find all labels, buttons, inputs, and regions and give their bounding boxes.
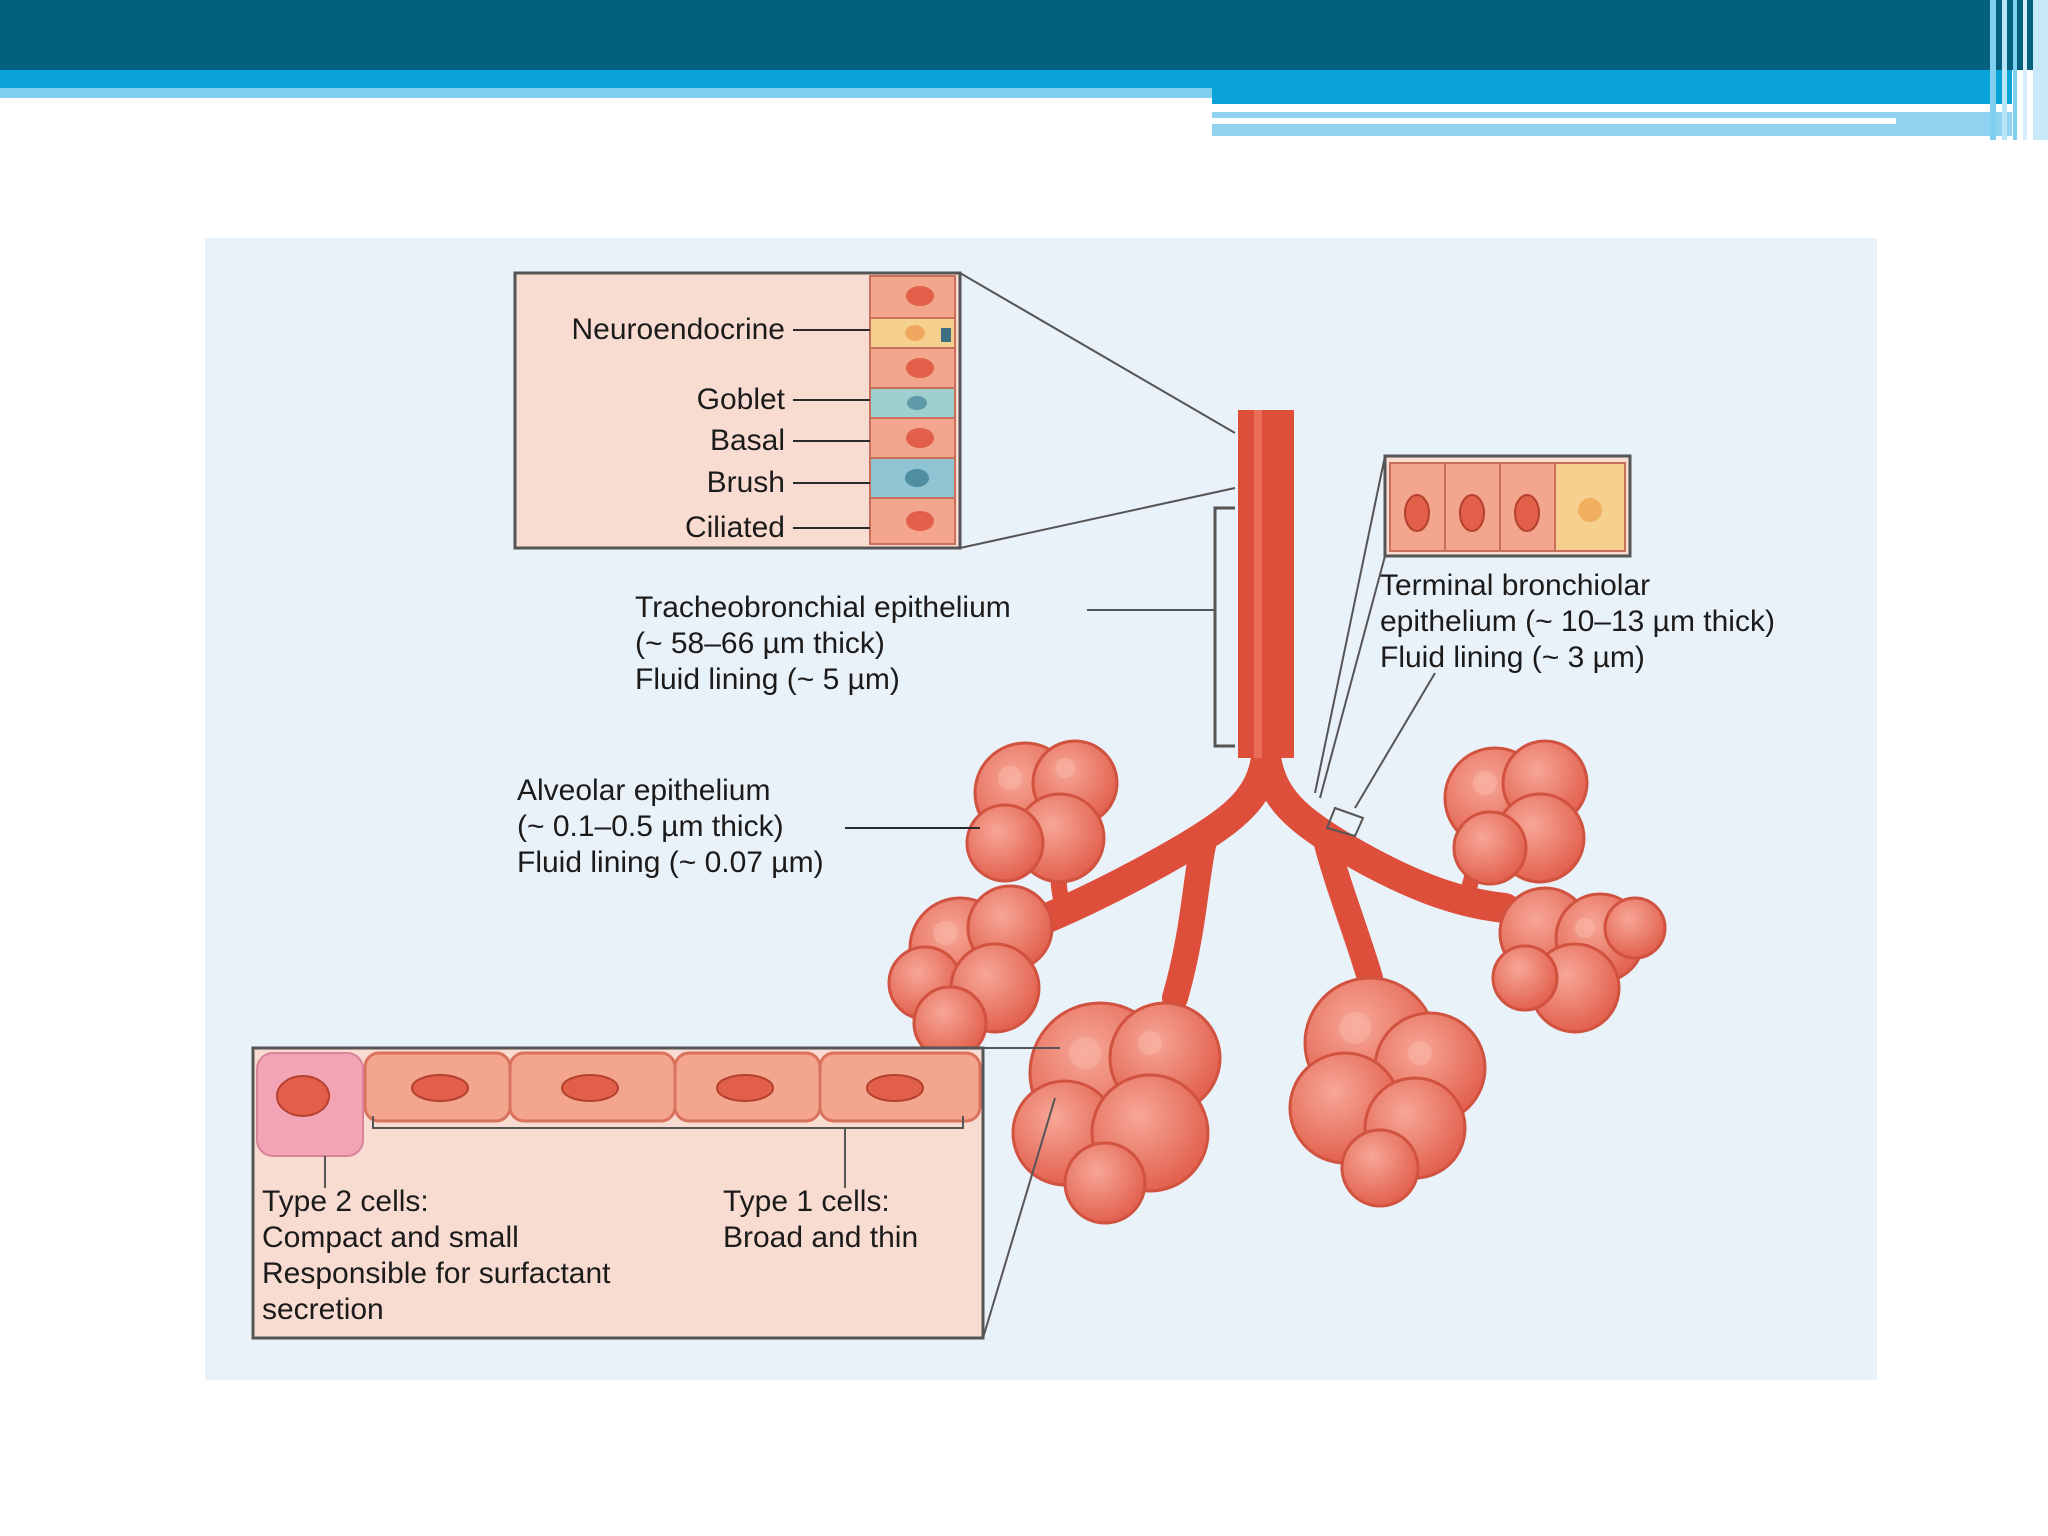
terminal-bronchiolar-inset <box>1314 454 1632 838</box>
airway-tree <box>980 410 1520 1011</box>
diagram-artwork <box>251 271 1667 1340</box>
slide-header-bars <box>0 0 2048 140</box>
label-tracheobronchial-epithelium: Tracheobronchial epithelium (~ 58–66 µm … <box>635 591 1011 696</box>
label-neuroendocrine: Neuroendocrine <box>571 313 785 346</box>
alveolar-cluster-lower-left <box>1011 1001 1222 1225</box>
label-alveolar-epithelium: Alveolar epithelium (~ 0.1–0.5 µm thick)… <box>517 774 824 879</box>
alveolar-cells-inset <box>251 1046 1060 1340</box>
label-goblet: Goblet <box>696 383 785 416</box>
lung-epithelium-diagram: Neuroendocrine Goblet Basal Brush Ciliat… <box>205 238 1877 1380</box>
alveolar-cluster-upper-left <box>965 739 1119 884</box>
tracheobronchial-inset <box>513 271 1236 550</box>
label-terminal-bronchiolar-epithelium: Terminal bronchiolar epithelium (~ 10–13… <box>1380 569 1775 674</box>
label-brush: Brush <box>706 466 785 499</box>
alveolar-cluster-mid-left <box>887 884 1054 1061</box>
tracheobronchial-bracket <box>1087 506 1235 748</box>
label-type2-cells: Type 2 cells: Compact and small Responsi… <box>262 1185 611 1326</box>
label-type1-cells: Type 1 cells: Broad and thin <box>723 1185 919 1254</box>
label-ciliated: Ciliated <box>684 511 785 544</box>
alveolar-cluster-mid-right <box>1491 886 1667 1034</box>
alveolar-cluster-upper-right <box>1443 739 1589 886</box>
alveolar-cluster-lower-right <box>1288 976 1487 1208</box>
label-basal: Basal <box>709 424 785 457</box>
